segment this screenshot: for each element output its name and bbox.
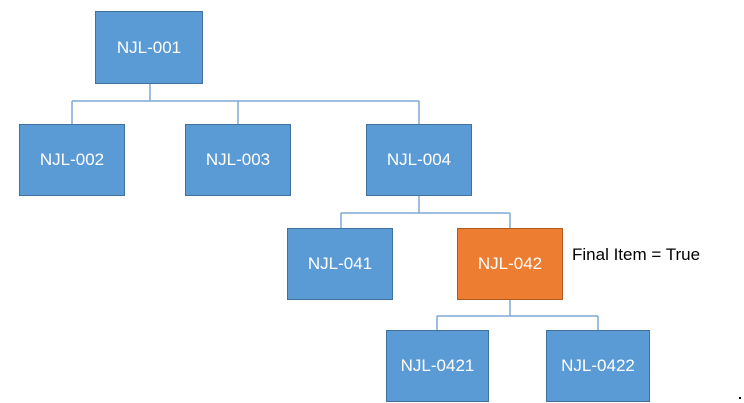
final-item-annotation: Final Item = True (572, 245, 701, 264)
connector-004-children (340, 196, 511, 228)
node-label: NJL-0422 (561, 356, 635, 375)
stray-dot (739, 397, 741, 399)
node-label: NJL-041 (307, 254, 373, 273)
node-njl-0421[interactable]: NJL-0421 (386, 330, 489, 402)
node-label: NJL-003 (205, 150, 271, 169)
node-njl-003[interactable]: NJL-003 (185, 124, 291, 196)
node-label: NJL-002 (39, 150, 105, 169)
connector-042-children (436, 300, 599, 330)
node-label: NJL-001 (116, 37, 182, 57)
node-njl-004[interactable]: NJL-004 (366, 124, 472, 196)
node-njl-042[interactable]: NJL-042 (457, 228, 563, 300)
node-njl-0422[interactable]: NJL-0422 (546, 330, 650, 402)
node-njl-002[interactable]: NJL-002 (19, 124, 125, 196)
node-label: NJL-0421 (400, 356, 475, 375)
connector-001-children (71, 84, 420, 124)
node-label: NJL-042 (477, 254, 543, 273)
node-njl-041[interactable]: NJL-041 (287, 228, 393, 300)
node-label: NJL-004 (386, 150, 452, 169)
node-njl-001[interactable]: NJL-001 (95, 11, 203, 84)
